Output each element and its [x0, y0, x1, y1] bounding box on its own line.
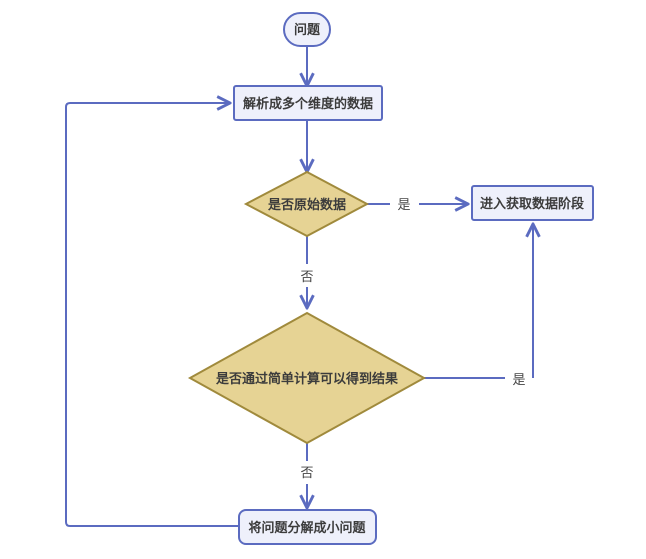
node-acquire[interactable]: 进入获取数据阶段 [471, 185, 594, 221]
node-decision-raw[interactable]: 是否原始数据 [243, 170, 370, 238]
node-split-label: 将问题分解成小问题 [248, 520, 366, 536]
node-decision-simple-label: 是否通过简单计算可以得到结果 [215, 371, 398, 387]
node-start[interactable]: 问题 [283, 12, 331, 47]
edge-label-raw-no: 否 [300, 270, 313, 285]
edge-label-raw-yes: 是 [397, 198, 410, 213]
edge-label-simple-no: 否 [300, 466, 313, 481]
node-decision-simple[interactable]: 是否通过简单计算可以得到结果 [187, 311, 427, 445]
node-parse-label: 解析成多个维度的数据 [242, 96, 373, 112]
edge-split-to-parse [65, 103, 239, 527]
node-decision-raw-label: 是否原始数据 [267, 197, 346, 213]
node-start-label: 问题 [294, 22, 321, 38]
node-split[interactable]: 将问题分解成小问题 [238, 509, 377, 545]
node-parse[interactable]: 解析成多个维度的数据 [233, 85, 383, 121]
edge-label-simple-yes: 是 [512, 373, 525, 388]
node-acquire-label: 进入获取数据阶段 [480, 196, 584, 212]
